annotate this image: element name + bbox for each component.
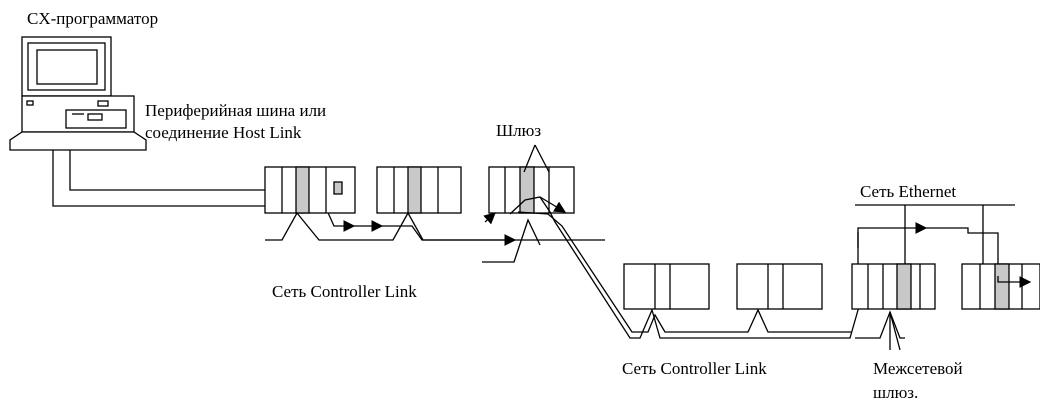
controller-link-network-1 <box>264 166 605 246</box>
inter-gateway-label-line2: шлюз. <box>873 383 918 402</box>
route-lines <box>509 196 859 339</box>
ethernet-label: Сеть Ethernet <box>860 182 956 201</box>
computer-icon <box>9 36 147 151</box>
ethernet-network <box>855 204 1040 310</box>
gateway-plc <box>482 144 575 263</box>
controller-link-label-1: Сеть Controller Link <box>272 282 417 301</box>
gateway-label: Шлюз <box>496 121 541 140</box>
controller-link-network-2 <box>623 263 936 351</box>
peripheral-label-line2: соединение Host Link <box>145 123 302 142</box>
inter-gateway-label-line1: Межсетевой <box>873 359 963 378</box>
programmer-label: CX-программатор <box>27 9 158 28</box>
controller-link-label-2: Сеть Controller Link <box>622 359 767 378</box>
peripheral-label-line1: Периферийная шина или <box>145 101 326 120</box>
